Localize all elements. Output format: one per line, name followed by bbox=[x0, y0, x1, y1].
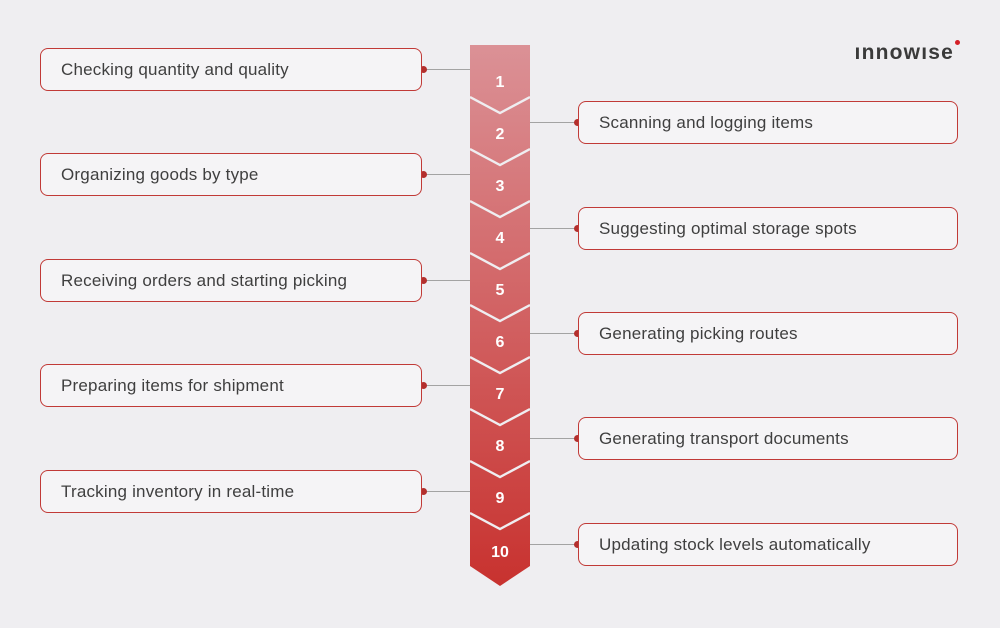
step-box-1: Checking quantity and quality bbox=[40, 48, 422, 91]
step-label: Organizing goods by type bbox=[61, 164, 259, 184]
step-label: Receiving orders and starting picking bbox=[61, 270, 348, 290]
step-label: Checking quantity and quality bbox=[61, 59, 289, 79]
connector-dot-icon bbox=[574, 225, 581, 232]
step-number: 6 bbox=[496, 334, 505, 351]
connector-dot-icon bbox=[420, 488, 427, 495]
step-box-8: Generating transport documents bbox=[578, 417, 958, 460]
step-box-4: Suggesting optimal storage spots bbox=[578, 207, 958, 250]
connector-dot-icon bbox=[574, 541, 581, 548]
step-label: Scanning and logging items bbox=[599, 112, 814, 132]
chevron-separator bbox=[470, 511, 530, 531]
brand-wordmark: ınnowıse bbox=[854, 41, 954, 64]
step-label: Generating transport documents bbox=[599, 428, 849, 448]
chevron-separator bbox=[470, 199, 530, 219]
connector-step-1 bbox=[420, 66, 470, 73]
chevron-separator bbox=[470, 251, 530, 271]
chevron-arrow-column: 1 2 3 4 5 6 7 8 9 10 bbox=[470, 45, 530, 586]
step-number: 9 bbox=[496, 490, 505, 507]
connector-step-2 bbox=[530, 119, 581, 126]
step-label: Updating stock levels automatically bbox=[599, 534, 871, 554]
step-box-5: Receiving orders and starting picking bbox=[40, 259, 422, 302]
step-box-6: Generating picking routes bbox=[578, 312, 958, 355]
connector-step-3 bbox=[420, 171, 470, 178]
step-number: 8 bbox=[496, 438, 505, 455]
step-number: 5 bbox=[496, 282, 505, 299]
step-number: 4 bbox=[496, 230, 505, 247]
chevron-separator bbox=[470, 147, 530, 167]
connector-step-7 bbox=[420, 382, 470, 389]
step-box-10: Updating stock levels automatically bbox=[578, 523, 958, 566]
step-number: 1 bbox=[496, 74, 505, 91]
chevron-separator bbox=[470, 303, 530, 323]
connector-step-8 bbox=[530, 435, 581, 442]
step-box-7: Preparing items for shipment bbox=[40, 364, 422, 407]
connector-dot-icon bbox=[574, 435, 581, 442]
chevron-body bbox=[470, 45, 530, 586]
chevron-separator bbox=[470, 459, 530, 479]
chevron-separator bbox=[470, 407, 530, 427]
connector-dot-icon bbox=[420, 171, 427, 178]
connector-dot-icon bbox=[420, 382, 427, 389]
brand-dot-icon bbox=[955, 40, 960, 45]
step-label: Tracking inventory in real-time bbox=[61, 481, 295, 501]
connector-step-6 bbox=[530, 330, 581, 337]
step-box-3: Organizing goods by type bbox=[40, 153, 422, 196]
step-number: 7 bbox=[496, 386, 505, 403]
connector-step-4 bbox=[530, 225, 581, 232]
brand-logo: ınnowıse bbox=[854, 40, 960, 64]
connector-step-5 bbox=[420, 277, 470, 284]
step-box-2: Scanning and logging items bbox=[578, 101, 958, 144]
chevron-separator bbox=[470, 95, 530, 115]
connector-step-10 bbox=[530, 541, 581, 548]
connector-step-9 bbox=[420, 488, 470, 495]
step-label: Suggesting optimal storage spots bbox=[599, 218, 857, 238]
step-box-9: Tracking inventory in real-time bbox=[40, 470, 422, 513]
step-label: Generating picking routes bbox=[599, 323, 798, 343]
chevron-separator bbox=[470, 355, 530, 375]
connector-dot-icon bbox=[574, 330, 581, 337]
step-label: Preparing items for shipment bbox=[61, 375, 284, 395]
connector-dot-icon bbox=[420, 277, 427, 284]
step-number: 10 bbox=[491, 544, 509, 561]
step-number: 3 bbox=[496, 178, 505, 195]
step-number: 2 bbox=[496, 126, 505, 143]
connector-dot-icon bbox=[574, 119, 581, 126]
connector-dot-icon bbox=[420, 66, 427, 73]
